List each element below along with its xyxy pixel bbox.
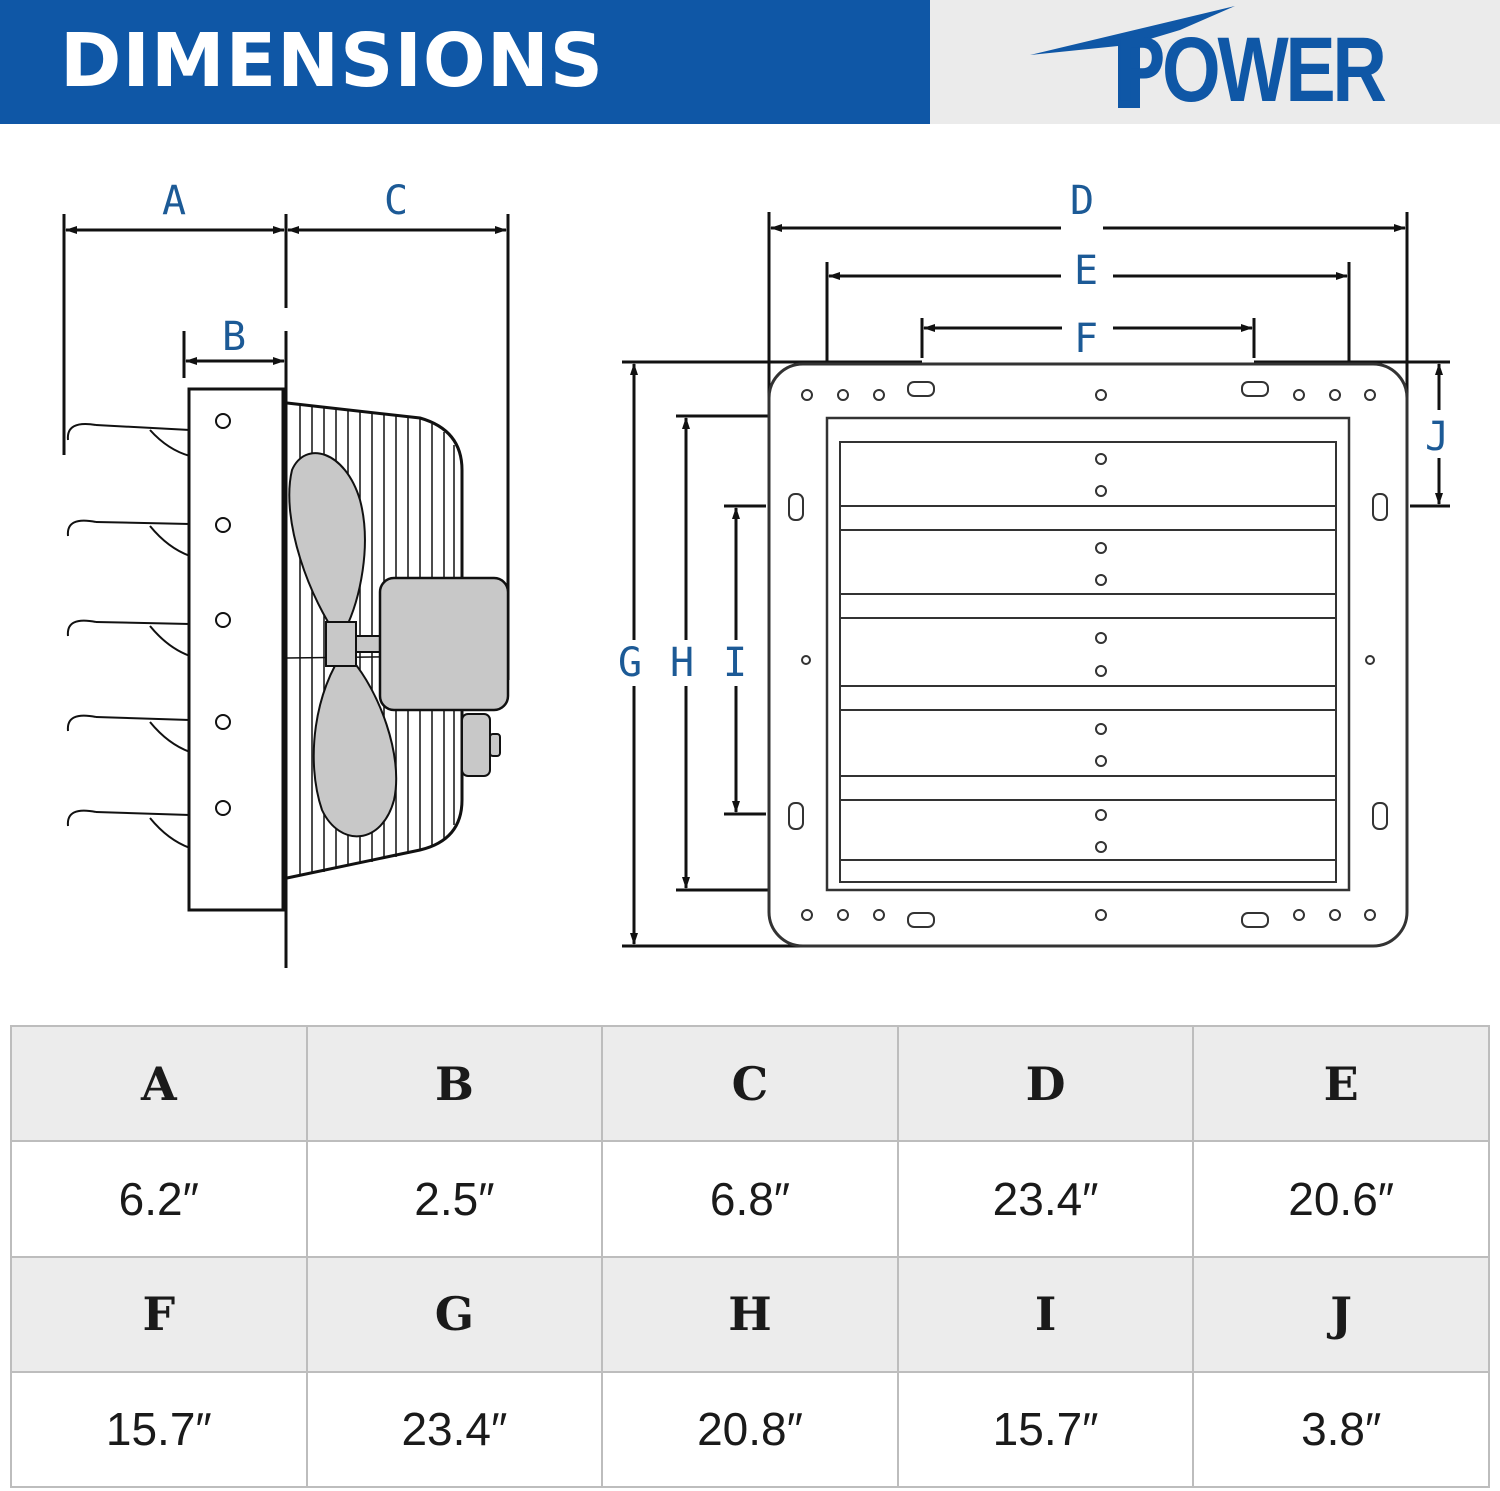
frame-holes bbox=[788, 381, 1388, 928]
front-view bbox=[622, 212, 1450, 948]
table-value-cell: 6.2″ bbox=[10, 1140, 308, 1258]
table-header-cell: A bbox=[10, 1024, 308, 1143]
brand-logo: POWER bbox=[1020, 0, 1387, 124]
label-d: D bbox=[1070, 178, 1094, 224]
logo-text: POWER bbox=[1115, 19, 1387, 121]
title-bar: DIMENSIONS bbox=[0, 0, 930, 124]
mounting-plate bbox=[187, 387, 285, 912]
table-header-cell: G bbox=[305, 1255, 604, 1373]
label-c: C bbox=[384, 178, 408, 224]
label-f: F bbox=[1074, 316, 1098, 362]
hub bbox=[325, 621, 357, 667]
table-row: 6.2″ 2.5″ 6.8″ 23.4″ 20.6″ bbox=[10, 1140, 1490, 1258]
dimensions-table: A B C D E 6.2″ 2.5″ 6.8″ 23.4″ 20.6″ F G… bbox=[10, 1024, 1490, 1489]
table-header-cell: I bbox=[896, 1255, 1195, 1373]
table-value-cell: 15.7″ bbox=[10, 1370, 308, 1489]
table-value-cell: 2.5″ bbox=[305, 1140, 604, 1258]
table-value-cell: 6.8″ bbox=[601, 1140, 899, 1258]
table-header-cell: J bbox=[1192, 1255, 1490, 1373]
table-header-cell: F bbox=[10, 1255, 308, 1373]
table-value-cell: 20.8″ bbox=[601, 1370, 899, 1489]
table-header-cell: H bbox=[601, 1255, 899, 1373]
shutter-frame bbox=[767, 362, 1409, 948]
shutter-opening bbox=[825, 416, 1351, 892]
motor bbox=[378, 576, 510, 712]
table-header-cell: B bbox=[305, 1024, 604, 1143]
label-g: G bbox=[618, 640, 642, 686]
label-b: B bbox=[222, 314, 246, 360]
table-header-cell: E bbox=[1192, 1024, 1490, 1143]
table-value-cell: 23.4″ bbox=[896, 1140, 1195, 1258]
logo-area bbox=[930, 0, 1500, 124]
table-row: 15.7″ 23.4″ 20.8″ 15.7″ 3.8″ bbox=[10, 1370, 1490, 1489]
table-value-cell: 3.8″ bbox=[1192, 1370, 1490, 1489]
shaft bbox=[355, 635, 383, 653]
fan-blade bbox=[288, 452, 366, 642]
table-value-cell: 15.7″ bbox=[896, 1370, 1195, 1489]
page-title: DIMENSIONS bbox=[60, 18, 605, 104]
table-value-cell: 20.6″ bbox=[1192, 1140, 1490, 1258]
table-row: F G H I J bbox=[10, 1255, 1490, 1373]
lightning-bolt-icon bbox=[1030, 6, 1235, 108]
label-h: H bbox=[670, 640, 694, 686]
plate-holes bbox=[215, 413, 231, 816]
label-i: I bbox=[723, 640, 747, 686]
table-header-cell: D bbox=[896, 1024, 1195, 1143]
label-a: A bbox=[162, 178, 186, 224]
front-louvers bbox=[840, 505, 1336, 861]
label-j: J bbox=[1425, 414, 1449, 460]
table-header-cell: C bbox=[601, 1024, 899, 1143]
header-banner: DIMENSIONS POWER bbox=[0, 0, 1500, 124]
dimension-drawing: A C B bbox=[62, 178, 1450, 968]
table-row: A B C D E bbox=[10, 1024, 1490, 1143]
side-louvers bbox=[66, 423, 191, 849]
label-e: E bbox=[1074, 248, 1098, 294]
table-value-cell: 23.4″ bbox=[305, 1370, 604, 1489]
side-view bbox=[62, 214, 510, 968]
capacitor bbox=[461, 713, 491, 777]
